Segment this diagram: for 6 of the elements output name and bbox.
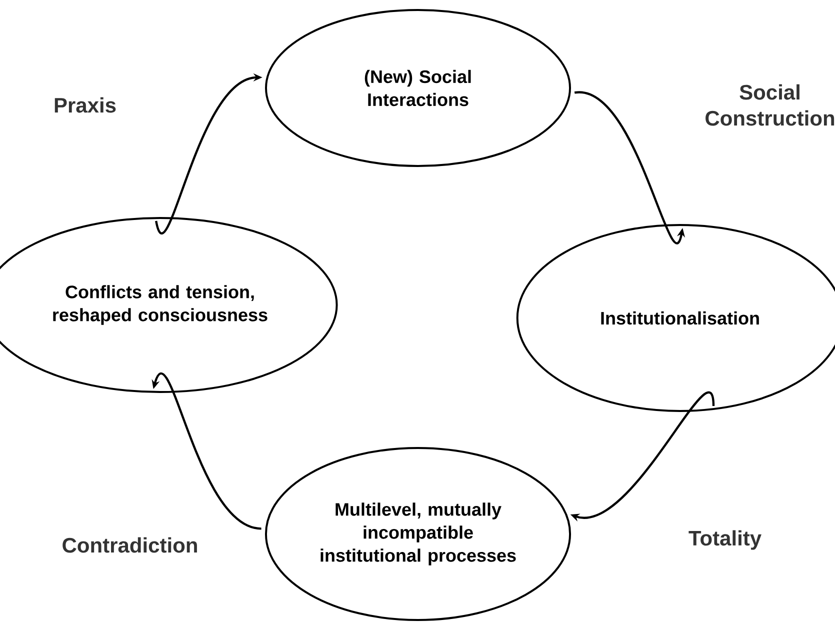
- ellipse-node: (New) Social Interactions: [265, 9, 571, 167]
- ellipse-node: Multilevel, mutually incompatible institutional processes: [264, 447, 572, 621]
- edge-label: Social Construction: [706, 84, 834, 126]
- edge-label: Contradiction: [62, 537, 197, 553]
- edge-label: Totality: [688, 530, 762, 550]
- edge-label: Praxis: [54, 97, 116, 113]
